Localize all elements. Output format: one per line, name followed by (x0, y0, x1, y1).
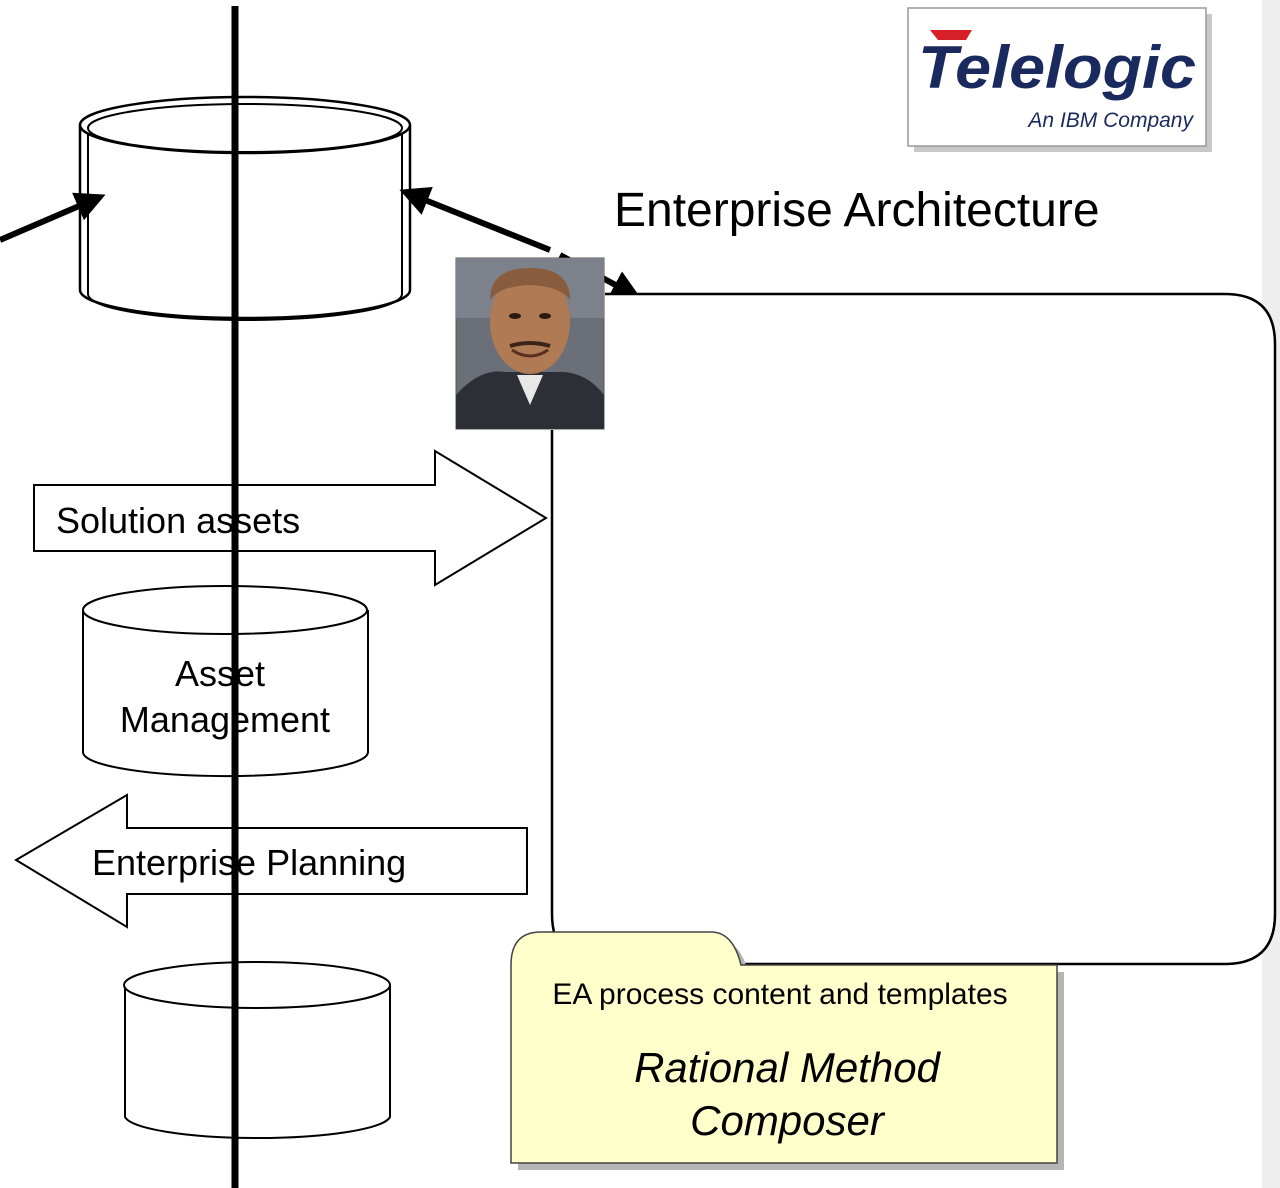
svg-text:Solution assets: Solution assets (56, 500, 300, 541)
svg-text:Telelogic: Telelogic (918, 34, 1196, 101)
bottom-data-store (123, 961, 391, 1140)
svg-text:Rational Method: Rational Method (634, 1044, 941, 1091)
diagram-title: Enterprise Architecture (614, 184, 1100, 237)
product-name-line1: Rational Method (634, 1044, 941, 1091)
enterprise-planning-arrow (14, 793, 528, 929)
asset-management-label-line2: Management (120, 699, 330, 740)
note-content-label: EA process content and templates (552, 978, 1007, 1011)
enterprise-architecture-box (550, 292, 1277, 966)
process-content-note (510, 931, 1058, 1164)
svg-text:Enterprise Planning: Enterprise Planning (92, 842, 406, 883)
person-photo (455, 257, 605, 430)
logo-tagline: An IBM Company (1026, 109, 1194, 132)
svg-text:Management: Management (120, 699, 330, 740)
svg-text:EA process content and templat: EA process content and templates (552, 978, 1007, 1011)
svg-text:Enterprise Architecture: Enterprise Architecture (614, 184, 1100, 237)
asset-management-label-line1: Asset (175, 653, 265, 694)
arrow-box-to-store (399, 186, 552, 253)
arrow-left-to-store (0, 192, 106, 243)
asset-management-store (82, 585, 369, 778)
svg-text:An IBM Company: An IBM Company (1026, 109, 1194, 132)
svg-text:Asset: Asset (175, 653, 265, 694)
telelogic-logo: Telelogic An IBM Company (907, 7, 1212, 152)
enterprise-planning-label: Enterprise Planning (92, 842, 406, 883)
solution-assets-label: Solution assets (56, 500, 300, 541)
logo-accent-mark (930, 30, 972, 40)
product-name-line2: Composer (690, 1097, 886, 1144)
solution-assets-arrow (33, 449, 548, 587)
top-data-store (78, 95, 412, 321)
logo-wordmark: Telelogic (918, 34, 1196, 101)
svg-text:Composer: Composer (690, 1097, 886, 1144)
